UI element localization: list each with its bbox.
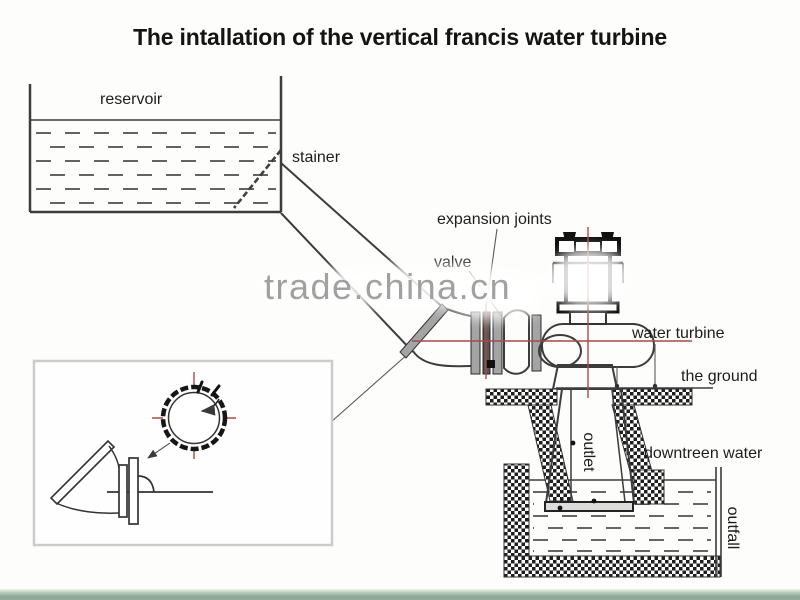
watermark-text: trade.china.cn — [264, 266, 512, 307]
label-expansion-joints: expansion joints — [437, 211, 552, 228]
label-stainer: stainer — [292, 149, 341, 166]
basin-floor — [503, 555, 721, 578]
watermark-glow — [548, 248, 630, 308]
detail-inset — [32, 359, 334, 547]
ground-slab-right — [612, 388, 693, 406]
label-reservoir: reservoir — [100, 91, 163, 108]
penstock-pipe — [280, 162, 448, 353]
detail-flange-2 — [128, 457, 139, 525]
pit-step-block — [633, 469, 665, 505]
draft-tube-mouth — [544, 501, 634, 512]
label-downtreen-water: downtreen water — [644, 445, 763, 462]
elbow-flange — [399, 303, 449, 359]
rotation-arrow — [200, 398, 220, 416]
label-water-turbine: water turbine — [631, 325, 725, 342]
section-pointer-arrow — [147, 442, 171, 459]
pit-walls — [527, 404, 665, 505]
ground-slab-left — [485, 388, 558, 406]
detail-flange-1 — [118, 464, 128, 518]
reservoir-water-dashes — [36, 132, 276, 204]
turbine-support — [551, 364, 619, 390]
strainer-screen — [232, 149, 283, 209]
draft-tube — [544, 388, 636, 512]
expansion-joint-flange-left — [470, 311, 481, 375]
pit-wall-left — [527, 404, 574, 502]
label-outlet: outlet — [580, 432, 597, 472]
anchor-bolt — [486, 360, 495, 368]
watermark-glow — [452, 283, 542, 321]
label-outfall: outfall — [724, 507, 741, 550]
ground — [485, 344, 713, 406]
diagram-title: The intallation of the vertical francis … — [133, 24, 667, 50]
tailrace-basin — [503, 463, 722, 578]
reservoir-tank — [28, 76, 283, 214]
centerlines — [412, 227, 692, 398]
footer-green-strip — [0, 589, 800, 600]
inlet-mouth-plate — [49, 439, 116, 506]
pipe-cross-section — [160, 384, 228, 452]
label-the-ground: the ground — [681, 368, 758, 385]
case-inlet-flange — [531, 314, 542, 372]
